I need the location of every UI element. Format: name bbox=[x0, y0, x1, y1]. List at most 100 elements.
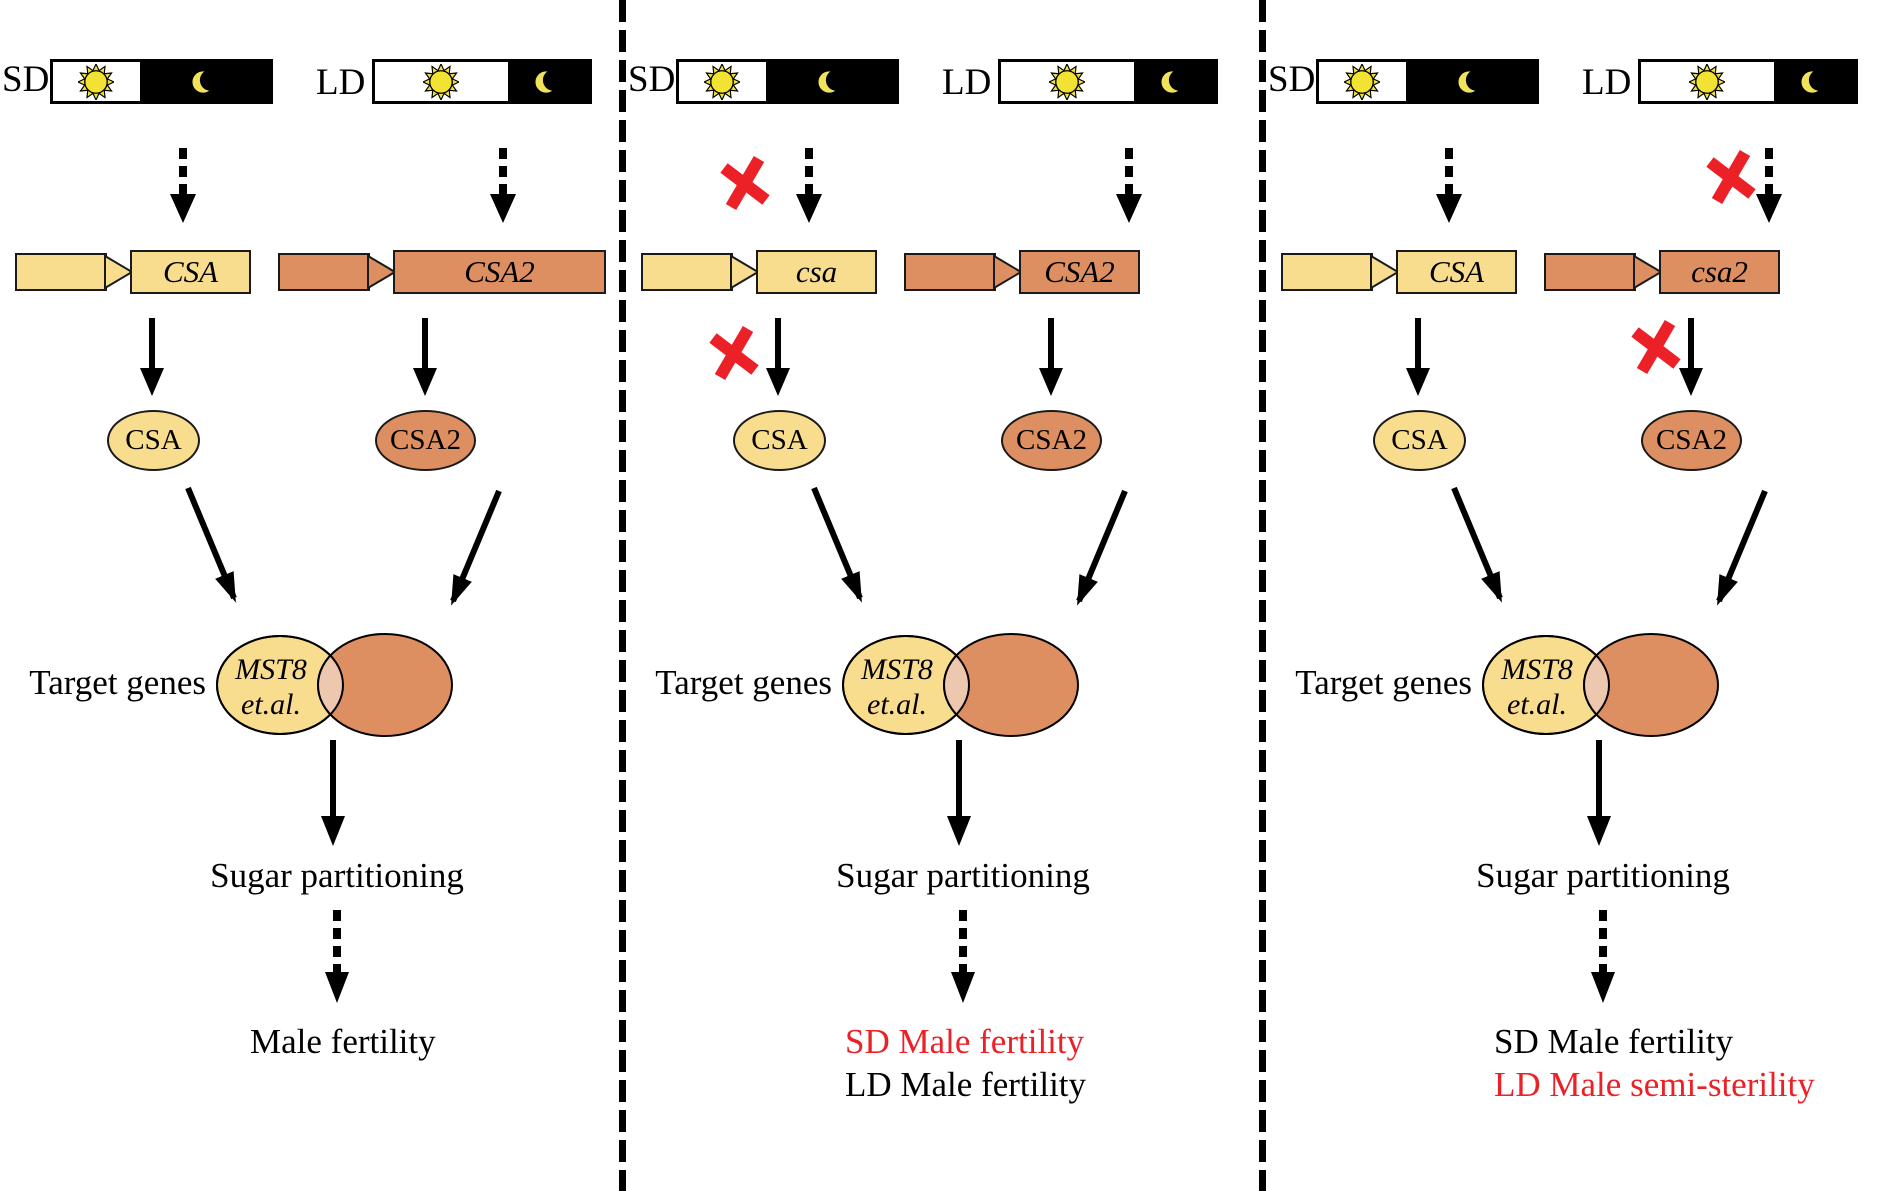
blocked-x-icon bbox=[1631, 319, 1681, 375]
gene-label: CSA bbox=[1428, 254, 1485, 289]
venn-left-label-line1: MST8 bbox=[861, 653, 933, 686]
protein-label: CSA2 bbox=[390, 424, 461, 456]
sun-icon bbox=[1689, 63, 1726, 100]
ld-day-section bbox=[1641, 62, 1774, 101]
moon-icon bbox=[1801, 70, 1824, 93]
sun-icon bbox=[423, 63, 460, 100]
ld-photoperiod-bar bbox=[372, 59, 592, 104]
gene-promoter-arrow-icon bbox=[730, 254, 760, 290]
outcome-line: SD Male fertility bbox=[1494, 1022, 1734, 1061]
gene-label: CSA2 bbox=[1044, 254, 1115, 289]
ld-label: LD bbox=[316, 62, 366, 103]
regulation-arrows bbox=[1451, 486, 1768, 606]
gene-promoter bbox=[15, 253, 107, 291]
protein-ellipse-2: CSA2 bbox=[375, 410, 476, 471]
ld-label: LD bbox=[942, 62, 992, 103]
gene-promoter-arrow-icon bbox=[1370, 254, 1400, 290]
gene-promoter bbox=[904, 253, 996, 291]
panel-content: SD LD bbox=[1266, 0, 1889, 1191]
sd-photoperiod-bar bbox=[1316, 59, 1539, 104]
gene-body: CSA bbox=[1396, 250, 1517, 294]
venn-down-arrow bbox=[321, 740, 345, 846]
protein-label: CSA bbox=[751, 424, 808, 456]
translation-arrow-1 bbox=[1406, 318, 1430, 396]
sd-day-section bbox=[679, 62, 766, 101]
fertility-dashed-arrow bbox=[1591, 910, 1615, 1003]
gene-body: csa2 bbox=[1659, 250, 1780, 294]
sd-photoperiod-bar bbox=[50, 59, 273, 104]
photoperiod-signal-arrow-ld bbox=[490, 148, 516, 223]
ld-photoperiod-bar bbox=[998, 59, 1218, 104]
ld-label: LD bbox=[1582, 62, 1632, 103]
moon-icon bbox=[535, 70, 558, 93]
outcome-line: SD Male fertility bbox=[845, 1022, 1085, 1061]
outcome-block: Male fertility bbox=[250, 1020, 436, 1063]
photoperiod-signal-arrow-sd bbox=[796, 148, 822, 223]
moon-icon bbox=[192, 70, 214, 93]
venn-down-arrow bbox=[1587, 740, 1611, 846]
target-genes-venn bbox=[842, 633, 1079, 737]
panel-csa-mutant: SD LD bbox=[626, 0, 1266, 1191]
venn-left-label-line1: MST8 bbox=[1501, 653, 1573, 686]
sun-icon bbox=[78, 63, 115, 100]
ld-night-section bbox=[1133, 62, 1215, 101]
fertility-dashed-arrow bbox=[951, 910, 975, 1003]
panel-csa2-mutant: SD LD bbox=[1266, 0, 1889, 1191]
sun-icon bbox=[704, 63, 741, 100]
gene-body: csa bbox=[756, 250, 877, 294]
target-genes-label: Target genes bbox=[29, 663, 206, 702]
ld-day-section bbox=[1001, 62, 1134, 101]
photoperiod-signal-arrow-sd bbox=[170, 148, 196, 223]
regulation-arrows bbox=[185, 486, 502, 606]
sun-icon bbox=[1049, 63, 1086, 100]
photoperiod-signal-arrow-sd bbox=[1436, 148, 1462, 223]
gene-promoter-arrow-icon bbox=[1633, 254, 1663, 290]
regulation-arrows bbox=[811, 486, 1128, 606]
venn-overlap bbox=[943, 636, 969, 734]
translation-arrow-1 bbox=[140, 318, 164, 396]
venn-left-label-line2: et.al. bbox=[867, 688, 927, 721]
panel-content: SD LD bbox=[0, 0, 626, 1191]
gene-promoter-arrow-icon bbox=[993, 254, 1023, 290]
ld-night-section bbox=[1773, 62, 1855, 101]
moon-icon bbox=[818, 70, 840, 93]
sd-photoperiod-bar bbox=[676, 59, 899, 104]
blocked-x-icon bbox=[709, 325, 759, 381]
sd-day-section bbox=[1319, 62, 1406, 101]
sun-icon bbox=[1344, 63, 1381, 100]
sd-label: SD bbox=[628, 59, 676, 100]
venn-left-label-line2: et.al. bbox=[241, 688, 301, 721]
gene-label: csa2 bbox=[1691, 254, 1748, 289]
outcome-line: Male fertility bbox=[250, 1022, 436, 1061]
protein-ellipse-2: CSA2 bbox=[1641, 410, 1742, 471]
target-genes-label: Target genes bbox=[655, 663, 832, 702]
panel-wild-type: SD LD bbox=[0, 0, 626, 1191]
venn-left-label: MST8 et.al. bbox=[220, 652, 322, 722]
venn-left-label-line2: et.al. bbox=[1507, 688, 1567, 721]
ld-night-section bbox=[507, 62, 589, 101]
venn-overlap bbox=[317, 636, 343, 734]
moon-icon bbox=[1161, 70, 1184, 93]
protein-label: CSA2 bbox=[1016, 424, 1087, 456]
ld-photoperiod-bar bbox=[1638, 59, 1858, 104]
gene-body: CSA2 bbox=[393, 250, 606, 294]
ld-day-section bbox=[375, 62, 508, 101]
sugar-partitioning-label: Sugar partitioning bbox=[210, 856, 464, 895]
photoperiod-signal-arrow-ld bbox=[1116, 148, 1142, 223]
sugar-partitioning-label: Sugar partitioning bbox=[1476, 856, 1730, 895]
gene-promoter bbox=[1544, 253, 1636, 291]
target-genes-venn bbox=[1482, 633, 1719, 737]
target-genes-label: Target genes bbox=[1295, 663, 1472, 702]
moon-icon bbox=[1458, 70, 1480, 93]
venn-left-label-line1: MST8 bbox=[235, 653, 307, 686]
protein-ellipse-1: CSA bbox=[107, 410, 200, 471]
panel-content: SD LD bbox=[626, 0, 1266, 1191]
gene-body: CSA bbox=[130, 250, 251, 294]
sugar-partitioning-label: Sugar partitioning bbox=[836, 856, 1090, 895]
venn-left-label: MST8 et.al. bbox=[1486, 652, 1588, 722]
gene-label: csa bbox=[795, 254, 838, 289]
translation-arrow-2 bbox=[1039, 318, 1063, 396]
gene-label: CSA bbox=[162, 254, 219, 289]
sd-night-section bbox=[139, 62, 270, 101]
